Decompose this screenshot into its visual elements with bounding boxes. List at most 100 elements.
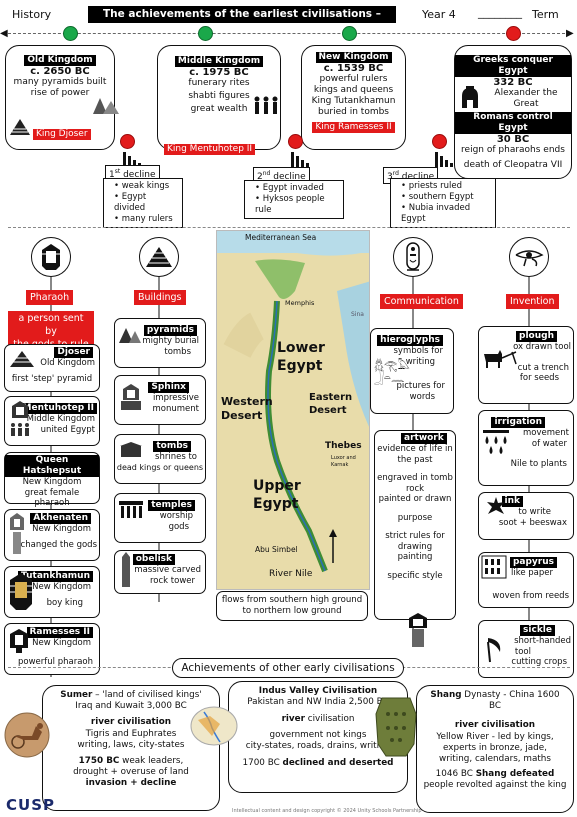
sumer-line: writing, laws, city-states <box>77 739 185 750</box>
year-label: Year 4 <box>422 8 456 21</box>
romans-date: 30 BC <box>496 134 530 145</box>
greeks-title: Greeks conquer Egypt <box>455 55 571 77</box>
decline-item: Hyksos people rule <box>255 194 337 216</box>
map-thebes-label: Thebes <box>325 441 362 451</box>
greeks-romans-card: Greeks conquer Egypt 332 BC Alexander th… <box>454 45 572 179</box>
new-kingdom-title: New Kingdom <box>315 52 392 63</box>
eye-of-horus-icon <box>509 237 549 277</box>
middle-kingdom-line: shabti figures <box>188 91 250 101</box>
subject-label: History <box>12 8 52 21</box>
indus-river: river <box>281 714 305 725</box>
shang-card: Shang Dynasty - China 1600 BC river civi… <box>416 685 574 813</box>
sumer-card: Sumer – 'land of civilised kings' Iraq a… <box>42 685 220 811</box>
romans-title: Romans control Egypt <box>455 112 571 134</box>
obelisk-icon <box>122 552 130 587</box>
decline-2-dot <box>288 134 303 149</box>
old-kingdom-king: King Djoser <box>33 129 91 140</box>
pharaoh-item-hatshepsut: Queen Hatshepsut New Kingdom great femal… <box>4 452 100 508</box>
greeks-dot <box>506 26 521 41</box>
communication-heading: Communication <box>380 294 463 309</box>
new-kingdom-line: powerful rulers <box>319 74 388 84</box>
ink-icon <box>487 497 505 514</box>
decline-item: Egypt divided <box>114 192 176 214</box>
decline-item: southern Egypt <box>401 192 489 203</box>
term-blank: ________ <box>478 6 522 19</box>
other-heading: Achievements of other early civilisation… <box>172 658 404 678</box>
map-abu-simbel: Abu Simbel <box>255 545 298 554</box>
old-kingdom-line: rise of power <box>30 88 90 98</box>
sumer-river: river civilisation <box>90 717 172 728</box>
sumer-date: 1750 BC <box>78 756 120 767</box>
pharaoh-head-icon <box>10 573 32 610</box>
old-kingdom-line: many pyramids built <box>13 77 107 87</box>
sumer-tag: – 'land of civilised kings' <box>92 690 202 700</box>
sumer-line: invasion + decline <box>85 778 177 789</box>
pharaoh-head-icon <box>10 629 28 653</box>
plough-icon <box>484 350 517 368</box>
decline-chart-icon <box>291 152 309 167</box>
sumer-line: Tigris and Euphrates <box>85 728 177 739</box>
indus-date: 1700 BC <box>242 758 280 769</box>
pharaoh-head-icon <box>11 401 29 436</box>
sumer-line: drought + overuse of land <box>73 767 189 778</box>
middle-kingdom-line: great wealth <box>190 104 248 114</box>
cartouche-icon <box>393 237 433 277</box>
shang-tag2: BC <box>488 701 502 712</box>
decline-3-box: priests ruled southern Egypt Nubia invad… <box>390 178 496 228</box>
sickle-icon <box>487 638 501 663</box>
egyptian-figure-icon <box>409 613 427 647</box>
new-kingdom-line: buried in tombs <box>318 107 389 117</box>
temple-icon <box>119 501 143 518</box>
copyright-text: Intellectual content and design copyrigh… <box>232 808 422 814</box>
middle-kingdom-line: funerary rites <box>188 78 250 88</box>
invention-item-ink: ink to write soot + beeswax <box>478 492 574 540</box>
romans-line: death of Cleopatra VII <box>463 160 563 170</box>
buildings-heading: Buildings <box>134 290 186 305</box>
shang-date: 1046 BC <box>435 769 473 780</box>
pharaoh-heading: Pharaoh <box>26 290 74 305</box>
middle-kingdom-king: King Mentuhotep II <box>164 144 256 155</box>
middle-kingdom-dot <box>198 26 213 41</box>
invention-item-irrigation: irrigation movement of water Nile to pla… <box>478 410 574 486</box>
shang-line: Yellow River - led by kings, <box>436 731 554 742</box>
timeline-arrow-right: ▶ <box>566 28 574 39</box>
greeks-line: Great <box>513 99 539 109</box>
page-title: The achievements of the earliest civilis… <box>88 6 396 37</box>
artwork-card: artwork evidence of life in the past eng… <box>374 430 456 620</box>
new-kingdom-dot <box>342 26 357 41</box>
shang-date-text: Shang defeated <box>475 769 555 780</box>
indus-river-text: civilisation <box>304 714 355 725</box>
old-kingdom-dot <box>63 26 78 41</box>
decline-2-box: Egypt invaded Hyksos people rule <box>244 180 344 219</box>
old-kingdom-title: Old Kingdom <box>24 55 96 66</box>
map-river-nile: River Nile <box>269 569 313 579</box>
term-label: Term <box>532 8 559 21</box>
sumer-chariot-icon <box>4 712 50 758</box>
map-memphis-label: Memphis <box>285 299 315 307</box>
middle-kingdom-title: Middle Kingdom <box>174 56 264 67</box>
roman-helmet-icon <box>462 86 478 108</box>
bronze-vessel-icon <box>375 697 417 757</box>
timeline-arrow-left: ◀ <box>0 28 8 39</box>
indus-date-text: declined and deserted <box>282 758 394 769</box>
new-kingdom-line: King Tutankhamun <box>311 96 396 106</box>
pyramid-icon <box>139 237 179 277</box>
indus-line: city-states, roads, drains, writing <box>245 740 391 751</box>
pharaoh-item-mentuhotep: Mentuhotep II Middle Kingdom united Egyp… <box>4 396 100 446</box>
shang-tag: Dynasty - China 1600 <box>461 690 560 700</box>
cusp-logo: CUSP <box>6 796 55 814</box>
pyramid-icon <box>119 328 141 343</box>
hieroglyphs-card: hieroglyphs symbols for writing pictures… <box>370 328 454 414</box>
decline-1-box: weak kings Egypt divided many rulers <box>103 178 183 228</box>
decline-item: Nubia invaded Egypt <box>401 203 489 225</box>
new-kingdom-card: New Kingdom c. 1539 BC powerful rulers k… <box>301 45 406 150</box>
greeks-date: 332 BC <box>493 77 533 88</box>
decline-3-dot <box>432 134 447 149</box>
sumer-loc: Iraq and Kuwait 3,000 BC <box>75 701 187 712</box>
irrigation-icon <box>483 430 509 454</box>
map-background <box>217 231 369 573</box>
